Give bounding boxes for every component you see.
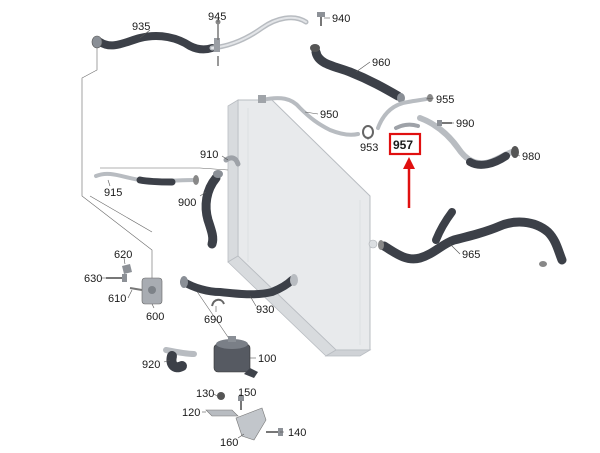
label-915[interactable]: 915 (104, 187, 122, 199)
highlight-box (388, 132, 422, 156)
highlight-callout-957[interactable]: 957 (388, 132, 422, 208)
label-100[interactable]: 100 (258, 353, 276, 365)
hose-965 (378, 208, 567, 267)
bolt-990 (437, 120, 452, 126)
bolt-630 (106, 274, 127, 282)
label-930[interactable]: 930 (256, 304, 274, 316)
pipe-955 (376, 94, 433, 130)
radiator (227, 99, 378, 357)
label-910[interactable]: 910 (200, 149, 218, 161)
label-953[interactable]: 953 (360, 142, 378, 154)
label-950[interactable]: 950 (320, 109, 338, 121)
pipe-945 (209, 15, 309, 66)
grommet-130 (217, 392, 225, 400)
hose-960 (310, 44, 405, 103)
label-955[interactable]: 955 (436, 94, 454, 106)
bracket-160 (235, 407, 267, 441)
label-935[interactable]: 935 (132, 21, 150, 33)
pipe-950 (258, 95, 360, 137)
leader-lines (102, 17, 521, 439)
label-120[interactable]: 120 (182, 407, 200, 419)
pipe-915 (94, 171, 199, 186)
label-150[interactable]: 150 (238, 387, 256, 399)
label-945[interactable]: 945 (208, 11, 226, 23)
label-920[interactable]: 920 (142, 359, 160, 371)
label-690[interactable]: 690 (204, 314, 222, 326)
label-980[interactable]: 980 (522, 151, 540, 163)
part-labels: 935 945 940 960 950 955 990 953 980 910 … (84, 11, 540, 449)
label-900[interactable]: 900 (178, 197, 196, 209)
label-940[interactable]: 940 (332, 13, 350, 25)
label-140[interactable]: 140 (288, 427, 306, 439)
label-957[interactable]: 957 (393, 138, 413, 152)
label-130[interactable]: 130 (196, 388, 214, 400)
hose-935 (91, 32, 216, 54)
label-965[interactable]: 965 (462, 249, 480, 261)
bolt-940 (317, 12, 325, 26)
label-620[interactable]: 620 (114, 249, 132, 261)
label-160[interactable]: 160 (220, 437, 238, 449)
hose-920 (163, 347, 197, 373)
label-990[interactable]: 990 (456, 118, 474, 130)
hose-930 (180, 274, 298, 299)
hose-900 (201, 170, 223, 249)
pump-100 (213, 336, 258, 378)
connector-910 (223, 155, 241, 167)
bolt-610 (129, 287, 143, 291)
connector-957 (394, 122, 420, 130)
valve-600 (141, 277, 163, 305)
clip-953 (362, 125, 374, 139)
label-960[interactable]: 960 (372, 57, 390, 69)
label-610[interactable]: 610 (108, 293, 126, 305)
label-600[interactable]: 600 (146, 311, 164, 323)
highlight-arrow-head (403, 157, 415, 169)
bracket-120 (205, 409, 239, 417)
bracket-620 (122, 264, 132, 274)
label-630[interactable]: 630 (84, 273, 102, 285)
bolt-150 (238, 396, 244, 410)
clip-690 (211, 298, 225, 307)
